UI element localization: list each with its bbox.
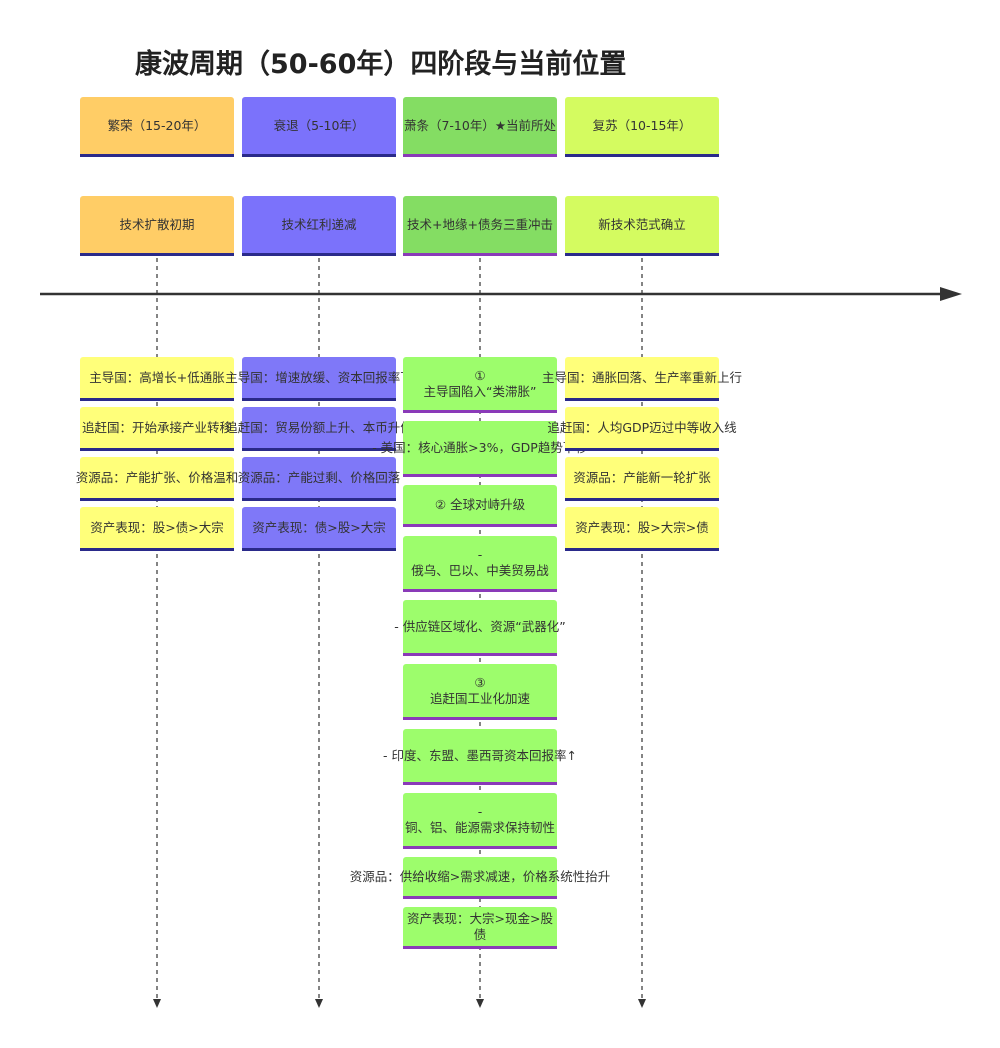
depression-note-supply-chain: - 供应链区域化、资源“武器化” [394,600,566,656]
depression-note-assets: 资产表现：大宗>现金>股债 [403,907,557,949]
phase-feature-depression: 技术+地缘+债务三重冲击 [403,196,557,256]
boom-note-catchup: 追赶国：开始承接产业转移 [80,407,234,451]
lifeline-recession-arrow [315,999,323,1008]
recovery-note-dominant: 主导国：通胀回落、生产率重新上行 [542,357,742,401]
lifeline-depression-arrow [476,999,484,1008]
boom-note-assets: 资产表现：股>债>大宗 [80,507,234,551]
depression-note-industrialization: ③ 追赶国工业化加速 [403,664,557,720]
page-title: 康波周期（50-60年）四阶段与当前位置 [135,49,627,80]
boom-note-resources: 资源品：产能扩张、价格温和 [76,457,238,501]
recovery-note-catchup: 追赶国：人均GDP迈过中等收入线 [547,407,737,451]
depression-note-metals-demand: - 铜、铝、能源需求保持韧性 [403,793,557,849]
depression-note-resources: 资源品：供给收缩>需求减速，价格系统性抬升 [350,857,610,899]
recession-note-assets: 资产表现：债>股>大宗 [242,507,396,551]
phase-header-recovery: 复苏（10-15年） [565,97,719,157]
phase-feature-recovery: 新技术范式确立 [565,196,719,256]
recovery-note-assets: 资产表现：股>大宗>债 [565,507,719,551]
phase-header-recession: 衰退（5-10年） [242,97,396,157]
depression-note-confrontation: ② 全球对峙升级 [403,485,557,527]
depression-note-emerging-returns: - 印度、东盟、墨西哥资本回报率↑ [383,729,577,785]
recession-note-dominant: 主导国：增速放缓、资本回报率下 [225,357,413,401]
time-axis [40,287,962,301]
recession-note-resources: 资源品：产能过剩、价格回落 [238,457,400,501]
depression-note-conflicts: - 俄乌、巴以、中美贸易战 [403,536,557,592]
boom-note-dominant: 主导国：高增长+低通胀 [80,357,234,401]
lifeline-boom-arrow [153,999,161,1008]
depression-note-stagflation: ① 主导国陷入“类滞胀” [403,357,557,413]
recession-note-catchup: 追赶国：贸易份额上升、本币升值 [225,407,413,451]
phase-header-depression: 萧条（7-10年）★当前所处 [403,97,557,157]
recovery-note-resources: 资源品：产能新一轮扩张 [565,457,719,501]
lifeline-recovery-arrow [638,999,646,1008]
phase-feature-recession: 技术红利递减 [242,196,396,256]
depression-note-us-inflation: - 美国：核心通胀>3%，GDP趋势下移 [372,421,588,477]
phase-feature-boom: 技术扩散初期 [80,196,234,256]
phase-header-boom: 繁荣（15-20年） [80,97,234,157]
